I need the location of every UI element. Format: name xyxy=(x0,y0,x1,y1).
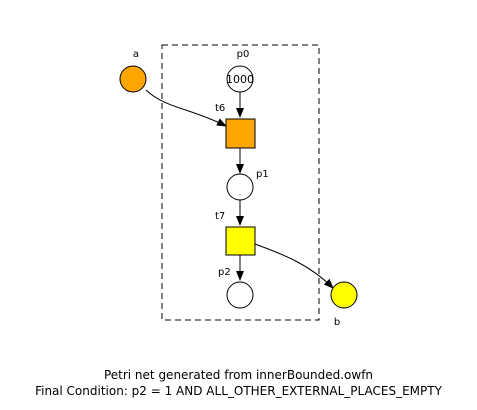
place-p1[interactable]: p1 xyxy=(226,169,269,201)
transition-t7-label: t7 xyxy=(215,211,225,222)
place-p0[interactable]: 1000 p0 xyxy=(226,49,254,93)
place-p0-tokens: 1000 xyxy=(226,73,254,86)
transition-t7[interactable]: t7 xyxy=(215,211,256,256)
place-a[interactable]: a xyxy=(119,49,147,93)
caption-line-1: Petri net generated from innerBounded.ow… xyxy=(103,368,374,382)
place-p2-circle xyxy=(226,281,254,309)
transition-t7-box xyxy=(225,226,256,256)
caption-line-2: Final Condition: p2 = 1 AND ALL_OTHER_EX… xyxy=(35,384,442,398)
place-p1-circle xyxy=(226,173,254,201)
transition-t6-box xyxy=(225,118,256,149)
arcs-group xyxy=(145,89,334,289)
place-p1-label: p1 xyxy=(256,169,269,180)
place-a-circle xyxy=(119,65,147,93)
place-a-label: a xyxy=(133,49,139,60)
arc-a-t6 xyxy=(145,89,227,127)
place-p2[interactable]: p2 xyxy=(218,267,254,309)
place-b-circle xyxy=(330,281,358,309)
transition-t6-label: t6 xyxy=(215,103,225,114)
place-b-label: b xyxy=(334,317,340,328)
arc-t7-b xyxy=(254,243,334,289)
net-boundary xyxy=(161,44,320,321)
place-p0-circle xyxy=(226,65,254,93)
place-p0-label: p0 xyxy=(237,49,250,60)
transition-t6[interactable]: t6 xyxy=(215,103,256,149)
place-p2-label: p2 xyxy=(218,267,231,278)
place-b[interactable]: b xyxy=(330,281,358,328)
